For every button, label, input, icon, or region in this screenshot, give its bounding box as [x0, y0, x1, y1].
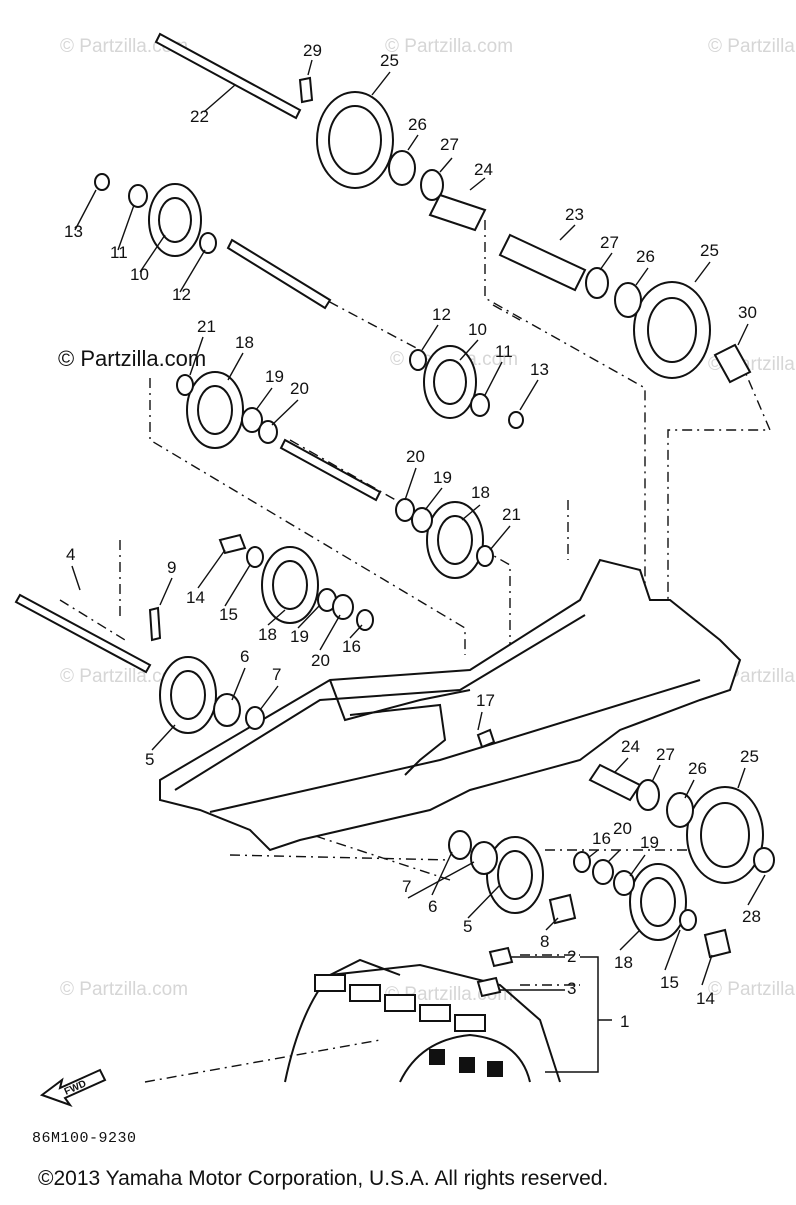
- callout-label: 18: [235, 333, 254, 352]
- callout-label: 8: [540, 932, 549, 951]
- callout-label: 18: [471, 483, 490, 502]
- callout-label: 21: [197, 317, 216, 336]
- callout-label: 21: [502, 505, 521, 524]
- callout-label: 24: [474, 160, 493, 179]
- callout-label: 14: [696, 989, 715, 1008]
- callout-label: 19: [290, 627, 309, 646]
- callout-label: 19: [265, 367, 284, 386]
- callout-label: 4: [66, 545, 75, 564]
- watermark-text: © Partzilla.com: [708, 36, 796, 57]
- callout-label: 25: [740, 747, 759, 766]
- shafts: [14, 32, 642, 802]
- callout-label: 20: [290, 379, 309, 398]
- callout-label: 29: [303, 41, 322, 60]
- callout-label: 12: [432, 305, 451, 324]
- callout-label: 6: [428, 897, 437, 916]
- callout-label: 13: [530, 360, 549, 379]
- callout-labels: 1 2 3 4 5 5 6 6 7 7 8 9 10 10 11 11 12 1…: [64, 41, 761, 1031]
- callout-label: 6: [240, 647, 249, 666]
- callout-label: 27: [656, 745, 675, 764]
- partzilla-watermark: © Partzilla.com: [58, 346, 207, 371]
- diagram-code: 86M100-9230: [32, 1130, 137, 1147]
- callout-label: 26: [688, 759, 707, 778]
- callout-label: 23: [565, 205, 584, 224]
- callout-label: 2: [567, 947, 576, 966]
- leader-lines: [71, 59, 766, 986]
- watermark-text: © Partzilla.com: [385, 36, 513, 57]
- idler-wheel: [148, 183, 202, 257]
- callout-label: 24: [621, 737, 640, 756]
- callout-label: 1: [620, 1012, 629, 1031]
- callout-label: 15: [660, 973, 679, 992]
- callout-label: 25: [700, 241, 719, 260]
- slide-rail-frame: [159, 558, 742, 852]
- callout-label: 10: [468, 320, 487, 339]
- callout-label: 11: [495, 342, 513, 361]
- idler-wheel: [633, 281, 711, 379]
- callout-label: 16: [342, 637, 361, 656]
- track-assembly: [284, 958, 561, 1083]
- copyright-notice: ©2013 Yamaha Motor Corporation, U.S.A. A…: [38, 1167, 609, 1190]
- callout-label: 17: [476, 691, 495, 710]
- callout-label: 16: [592, 829, 611, 848]
- callout-label: 11: [110, 243, 128, 262]
- callout-label: 5: [463, 917, 472, 936]
- fwd-label: FWD: [63, 1078, 88, 1097]
- idler-wheel: [261, 546, 319, 624]
- callout-label: 7: [272, 665, 281, 684]
- callout-label: 20: [406, 447, 425, 466]
- callout-label: 18: [614, 953, 633, 972]
- idler-wheel: [686, 786, 764, 884]
- idler-wheel: [186, 371, 244, 449]
- callout-label: 19: [433, 468, 452, 487]
- callout-label: 27: [440, 135, 459, 154]
- callout-label: 10: [130, 265, 149, 284]
- watermark-text: © Partzilla.com: [708, 979, 796, 1000]
- idler-wheel: [486, 836, 544, 914]
- callout-label: 20: [311, 651, 330, 670]
- watermark-text: © Partzilla.com: [60, 979, 188, 1000]
- idler-wheel: [629, 863, 687, 941]
- callout-label: 12: [172, 285, 191, 304]
- idler-wheel: [423, 345, 477, 419]
- callout-label: 5: [145, 750, 154, 769]
- idler-wheel: [426, 501, 484, 579]
- idler-wheel: [159, 656, 217, 734]
- callout-label: 30: [738, 303, 757, 322]
- callout-label: 20: [613, 819, 632, 838]
- callout-label: 18: [258, 625, 277, 644]
- callout-label: 15: [219, 605, 238, 624]
- callout-label: 26: [408, 115, 427, 134]
- watermark-text: © Partzilla.com: [60, 666, 188, 687]
- wheels: [148, 91, 764, 941]
- callout-bracket: [495, 956, 612, 1073]
- callout-label: 14: [186, 588, 205, 607]
- callout-label: 3: [567, 979, 576, 998]
- small-parts: [94, 76, 775, 998]
- callout-label: 9: [167, 558, 176, 577]
- callout-label: 7: [402, 877, 411, 896]
- callout-label: 25: [380, 51, 399, 70]
- callout-label: 26: [636, 247, 655, 266]
- callout-label: 13: [64, 222, 83, 241]
- fwd-arrow-icon: FWD: [39, 1068, 107, 1108]
- callout-label: 28: [742, 907, 761, 926]
- callout-label: 19: [640, 833, 659, 852]
- callout-label: 27: [600, 233, 619, 252]
